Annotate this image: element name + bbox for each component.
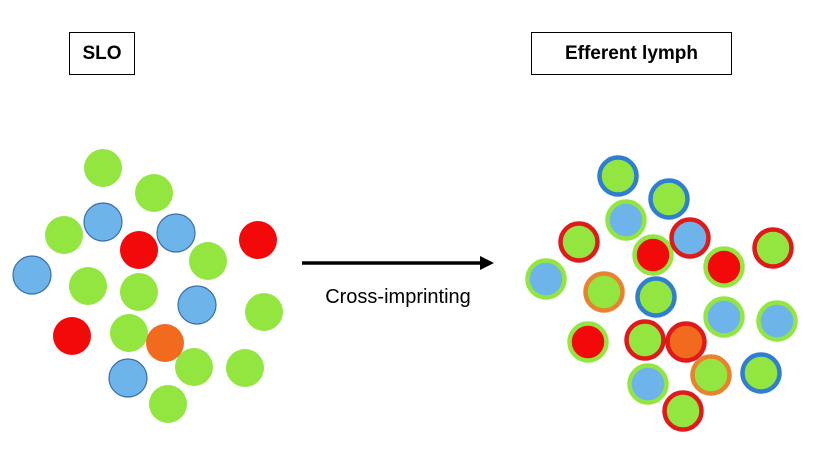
right-arrow-icon: [302, 256, 494, 270]
slo-cell-green: [226, 349, 264, 387]
slo-cell-green: [135, 174, 173, 212]
cross-imprinting-label: Cross-imprinting: [325, 286, 471, 308]
slo-label-text: SLO: [82, 42, 122, 64]
slo-cell-green: [69, 267, 107, 305]
efferent-cell-blue-ring-green: [627, 363, 669, 405]
efferent-cell-green-ring-orange: [583, 271, 625, 313]
slo-cell-green: [175, 348, 213, 386]
efferent-lymph-label: Efferent lymph: [531, 32, 732, 75]
slo-cell-green: [110, 314, 148, 352]
efferent-cell-blue-ring-red: [669, 217, 711, 259]
slo-cell-green: [245, 293, 283, 331]
efferent-cell-red-ring-green: [703, 246, 745, 288]
efferent-cell-red-ring-green: [567, 321, 609, 363]
slo-cell-green: [149, 385, 187, 423]
slo-cell-cluster: [12, 149, 283, 423]
slo-cell-red: [53, 317, 91, 355]
slo-cell-orange: [146, 324, 184, 362]
efferent-cell-red-ring-green: [632, 234, 674, 276]
slo-cell-red: [120, 231, 158, 269]
efferent-cell-green-ring-blue: [597, 155, 639, 197]
efferent-cell-green-ring-blue: [740, 352, 782, 394]
efferent-cell-orange-ring-red: [665, 321, 707, 363]
efferent-cell-blue-ring-green: [756, 300, 798, 342]
slo-cell-red: [239, 221, 277, 259]
slo-label: SLO: [69, 32, 135, 75]
slo-cell-blue: [156, 213, 196, 253]
slo-cell-green: [120, 273, 158, 311]
efferent-cell-green-ring-blue: [648, 178, 690, 220]
slo-cell-green: [84, 149, 122, 187]
efferent-cell-green-ring-blue: [635, 276, 677, 318]
efferent-cell-green-ring-red: [752, 227, 794, 269]
efferent-cell-green-ring-red: [558, 221, 600, 263]
efferent-lymph-label-text: Efferent lymph: [564, 42, 699, 64]
efferent-cell-blue-ring-green: [703, 296, 745, 338]
efferent-cell-green-ring-red: [662, 390, 704, 432]
efferent-cell-blue-ring-green: [525, 258, 567, 300]
efferent-cell-green-ring-red: [624, 319, 666, 361]
efferent-cell-green-ring-orange: [690, 354, 732, 396]
slo-cell-blue: [108, 358, 148, 398]
slo-cell-blue: [177, 285, 217, 325]
slo-cell-blue: [12, 255, 52, 295]
slo-cell-blue: [83, 202, 123, 242]
slo-cell-green: [45, 216, 83, 254]
slo-cell-green: [189, 242, 227, 280]
efferent-lymph-cell-cluster: [525, 155, 798, 432]
efferent-cell-blue-ring-green: [605, 199, 647, 241]
